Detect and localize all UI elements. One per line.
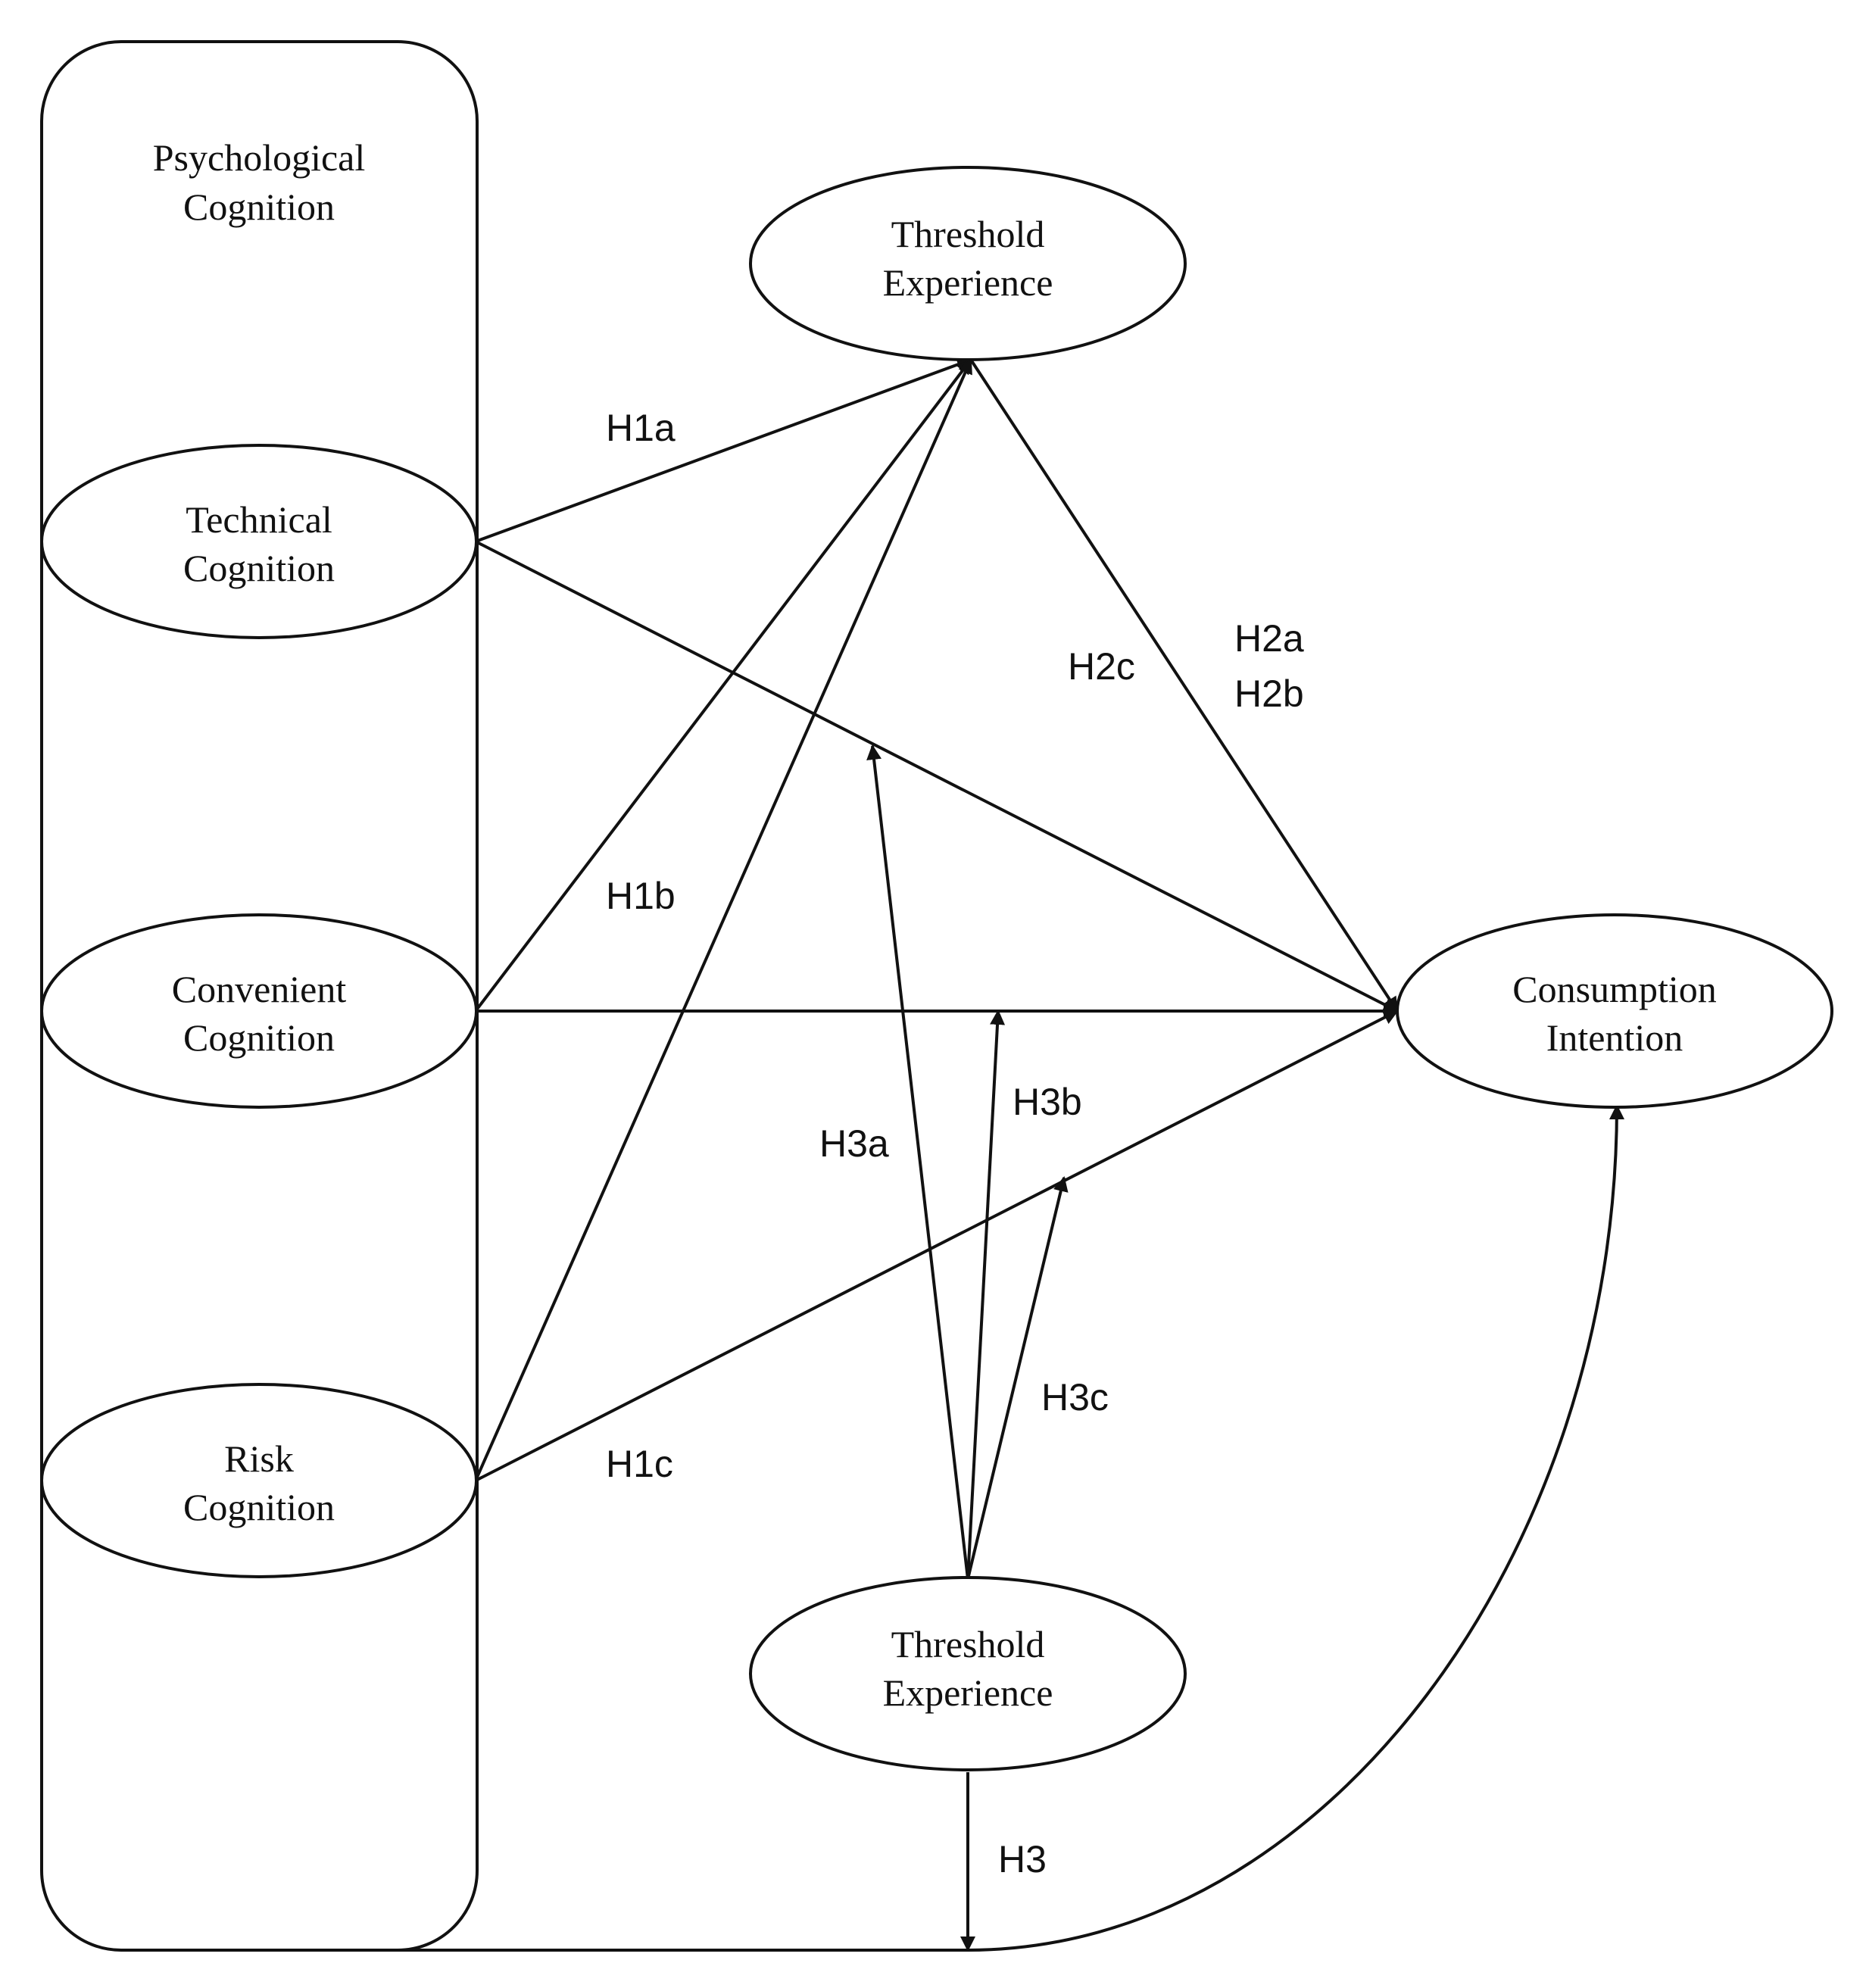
edge-moderator-h3b: [966, 1010, 1006, 1580]
convenient-cognition-text-2: Cognition: [183, 1016, 335, 1059]
node-threshold-experience-moderator: Threshold Experience: [749, 1576, 1187, 1771]
edge-technical-to-outcome: [475, 540, 1399, 1013]
hypothesis-labels: H1a H1b H1c H2c H2a H2b H3a H3b H3c H3: [606, 407, 1304, 1880]
edges: [394, 357, 1624, 1952]
convenient-cognition-text-1: Convenient: [172, 968, 347, 1010]
threshold-experience-moderator-ellipse: [749, 1576, 1187, 1771]
edge-moderator-h3a: [866, 744, 969, 1580]
label-h3: H3: [998, 1838, 1047, 1880]
node-consumption-intention: Consumption Intention: [1396, 913, 1833, 1109]
label-h2a: H2a: [1234, 617, 1304, 660]
consumption-intention-ellipse: [1396, 913, 1833, 1109]
label-h2b: H2b: [1234, 673, 1304, 715]
label-h1a: H1a: [606, 407, 676, 449]
psychological-cognition-label: Psychological: [153, 136, 366, 179]
edge-risk-to-mediator: [474, 358, 972, 1481]
psychological-cognition-label-2: Cognition: [183, 186, 335, 228]
label-h1c: H1c: [606, 1443, 673, 1485]
label-h1b: H1b: [606, 875, 676, 917]
edge-technical-to-mediator: [475, 357, 972, 543]
risk-cognition-ellipse: [40, 1383, 478, 1578]
threshold-experience-moderator-text-2: Experience: [883, 1671, 1053, 1714]
psychological-cognition-line2: Cognition: [183, 186, 335, 228]
threshold-experience-moderator-text-1: Threshold: [891, 1623, 1045, 1665]
technical-cognition-text-1: Technical: [186, 498, 332, 541]
edge-risk-to-outcome: [475, 1010, 1399, 1482]
label-h2c: H2c: [1068, 645, 1135, 688]
technical-cognition-ellipse: [40, 444, 478, 639]
threshold-experience-mediator-ellipse: [749, 166, 1187, 361]
psychological-cognition-line1: Psychological: [153, 136, 366, 179]
threshold-experience-mediator-text-1: Threshold: [891, 213, 1045, 255]
label-h3b: H3b: [1013, 1081, 1082, 1123]
risk-cognition-text-2: Cognition: [183, 1486, 335, 1528]
edge-convenient-to-mediator: [474, 358, 972, 1013]
label-h3a: H3a: [819, 1122, 889, 1165]
edge-mediator-to-outcome: [969, 358, 1399, 1013]
node-risk-cognition: Risk Cognition: [40, 1383, 478, 1578]
node-convenient-cognition: Convenient Cognition: [40, 913, 478, 1109]
technical-cognition-text-2: Cognition: [183, 547, 335, 589]
edge-moderator-h3c: [966, 1176, 1069, 1580]
threshold-experience-mediator-text-2: Experience: [883, 261, 1053, 304]
consumption-intention-text-2: Intention: [1546, 1016, 1683, 1059]
node-threshold-experience-mediator: Threshold Experience: [749, 166, 1187, 361]
edge-baseline-to-outcome: [394, 1104, 1624, 1952]
convenient-cognition-ellipse: [40, 913, 478, 1109]
risk-cognition-text-1: Risk: [224, 1437, 294, 1480]
consumption-intention-text-1: Consumption: [1512, 968, 1716, 1010]
node-technical-cognition: Technical Cognition: [40, 444, 478, 639]
label-h3c: H3c: [1041, 1376, 1109, 1418]
